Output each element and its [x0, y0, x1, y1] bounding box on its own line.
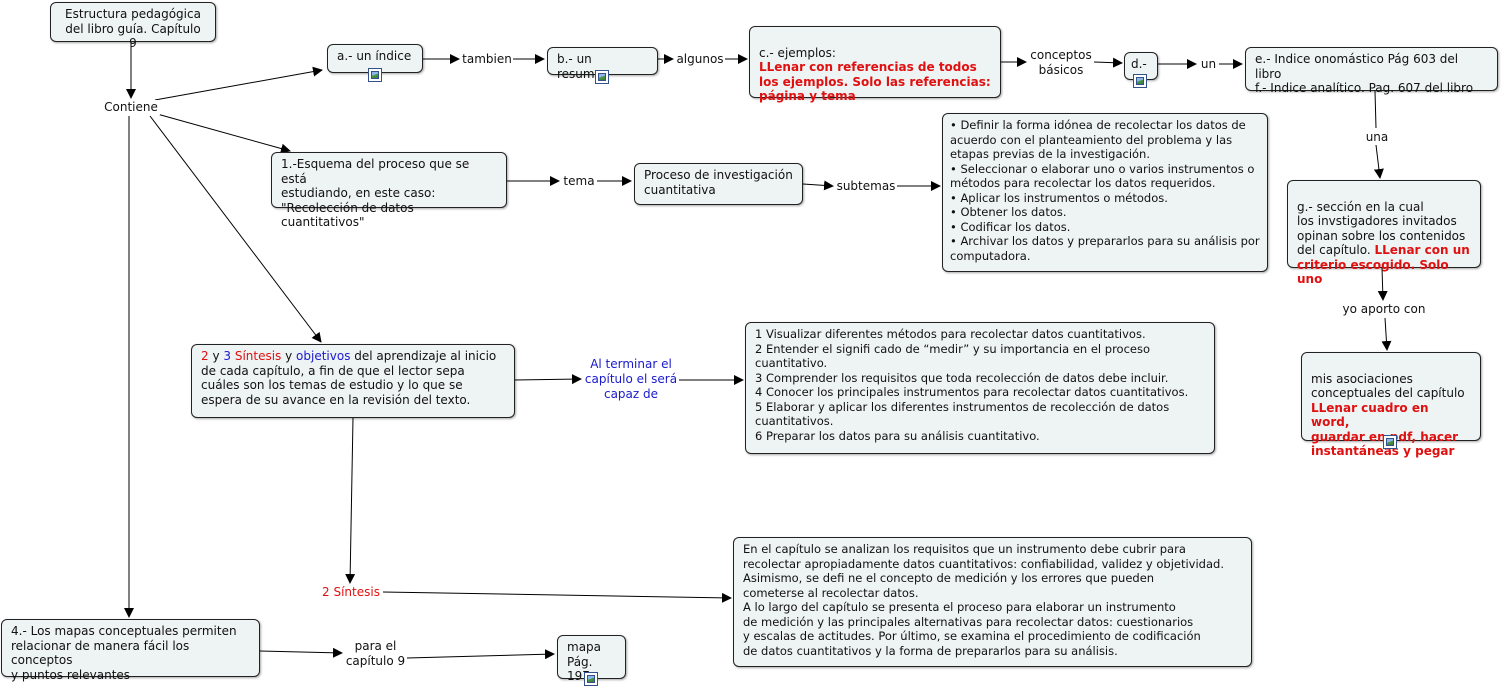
mapas-node[interactable]: 4.- Los mapas conceptuales permiten rela… — [1, 619, 260, 682]
sintesis-word: Síntesis — [231, 349, 282, 363]
subtema-item: • Codificar los datos. — [950, 219, 1071, 234]
label-al-terminar: Al terminar el capítulo el será capaz de — [583, 357, 679, 402]
sintesis-connector-2: y — [281, 349, 297, 363]
subtema-item: • Archivar los datos y prepararlos para … — [950, 234, 1260, 263]
label-tema: tema — [561, 174, 597, 189]
image-icon[interactable] — [1383, 435, 1397, 449]
label-conceptos-basicos: conceptos básicos — [1028, 48, 1094, 78]
sintesis-description: del aprendizaje al inicio de cada capítu… — [201, 349, 497, 407]
sintesis-number-2: 2 — [201, 349, 209, 363]
ejemplos-title: c.- ejemplos: — [759, 45, 836, 60]
objetivos-word: objetivos — [296, 349, 351, 363]
proceso-node[interactable]: Proceso de investigación cuantitativa — [634, 163, 803, 205]
sintesis-connector: y — [208, 349, 224, 363]
indices-node[interactable]: e.- Indice onomástico Pág 603 del libro … — [1245, 47, 1498, 95]
subtemas-node[interactable]: • Definir la forma idónea de recolectar … — [942, 113, 1268, 272]
subtema-item: • Definir la forma idónea de recolectar … — [950, 118, 1246, 161]
subtema-item: • Obtener los datos. — [950, 205, 1067, 219]
seccion-node[interactable]: g.- sección en la cual los invstigadores… — [1287, 180, 1481, 286]
label-tambien: tambien — [461, 52, 513, 67]
label-yo-aporto-con: yo aporto con — [1340, 302, 1428, 317]
seccion-text: g.- sección en la cual los invstigadores… — [1297, 199, 1466, 258]
seccion-instruction: LLenar con un criterio escogido. Solo un… — [1297, 243, 1470, 286]
ejemplos-node[interactable]: c.- ejemplos: LLenar con referencias de … — [749, 26, 1001, 103]
root-node[interactable]: Estructura pedagógica del libro guía. Ca… — [50, 2, 216, 50]
label-una: una — [1362, 130, 1392, 145]
label-un: un — [1198, 57, 1219, 72]
label-algunos: algunos — [675, 52, 725, 67]
asociaciones-text: mis asociaciones conceptuales del capítu… — [1311, 371, 1465, 401]
sintesis-number-3: 3 — [223, 349, 232, 363]
objetivos-node[interactable]: 1 Visualizar diferentes métodos para rec… — [745, 322, 1215, 454]
image-icon[interactable] — [595, 70, 609, 84]
subtema-item: • Aplicar los instrumentos o métodos. — [950, 190, 1168, 205]
label-subtemas: subtemas — [835, 179, 897, 194]
subtemas-list: • Definir la forma idónea de recolectar … — [950, 118, 1260, 263]
image-icon[interactable] — [584, 672, 598, 686]
asociaciones-node[interactable]: mis asociaciones conceptuales del capítu… — [1301, 352, 1481, 458]
image-icon[interactable] — [1133, 74, 1147, 88]
image-icon[interactable] — [368, 68, 382, 82]
label-para-el-capitulo: para el capítulo 9 — [344, 639, 407, 669]
ejemplos-instruction: LLenar con referencias de todos los ejem… — [759, 60, 991, 103]
asociaciones-instruction: LLenar cuadro en word, guardar en pdf, h… — [1311, 400, 1459, 459]
label-2-sintesis: 2 Síntesis — [319, 585, 383, 600]
resumen-capitulo-node[interactable]: En el capítulo se analizan los requisito… — [733, 537, 1252, 667]
sintesis-objetivos-node[interactable]: 2 y 3 Síntesis y objetivos del aprendiza… — [191, 344, 515, 418]
subtema-item: • Seleccionar o elaborar uno o varios in… — [950, 161, 1255, 191]
label-contiene: Contiene — [102, 100, 160, 115]
esquema-node[interactable]: 1.-Esquema del proceso que se está estud… — [271, 152, 507, 229]
